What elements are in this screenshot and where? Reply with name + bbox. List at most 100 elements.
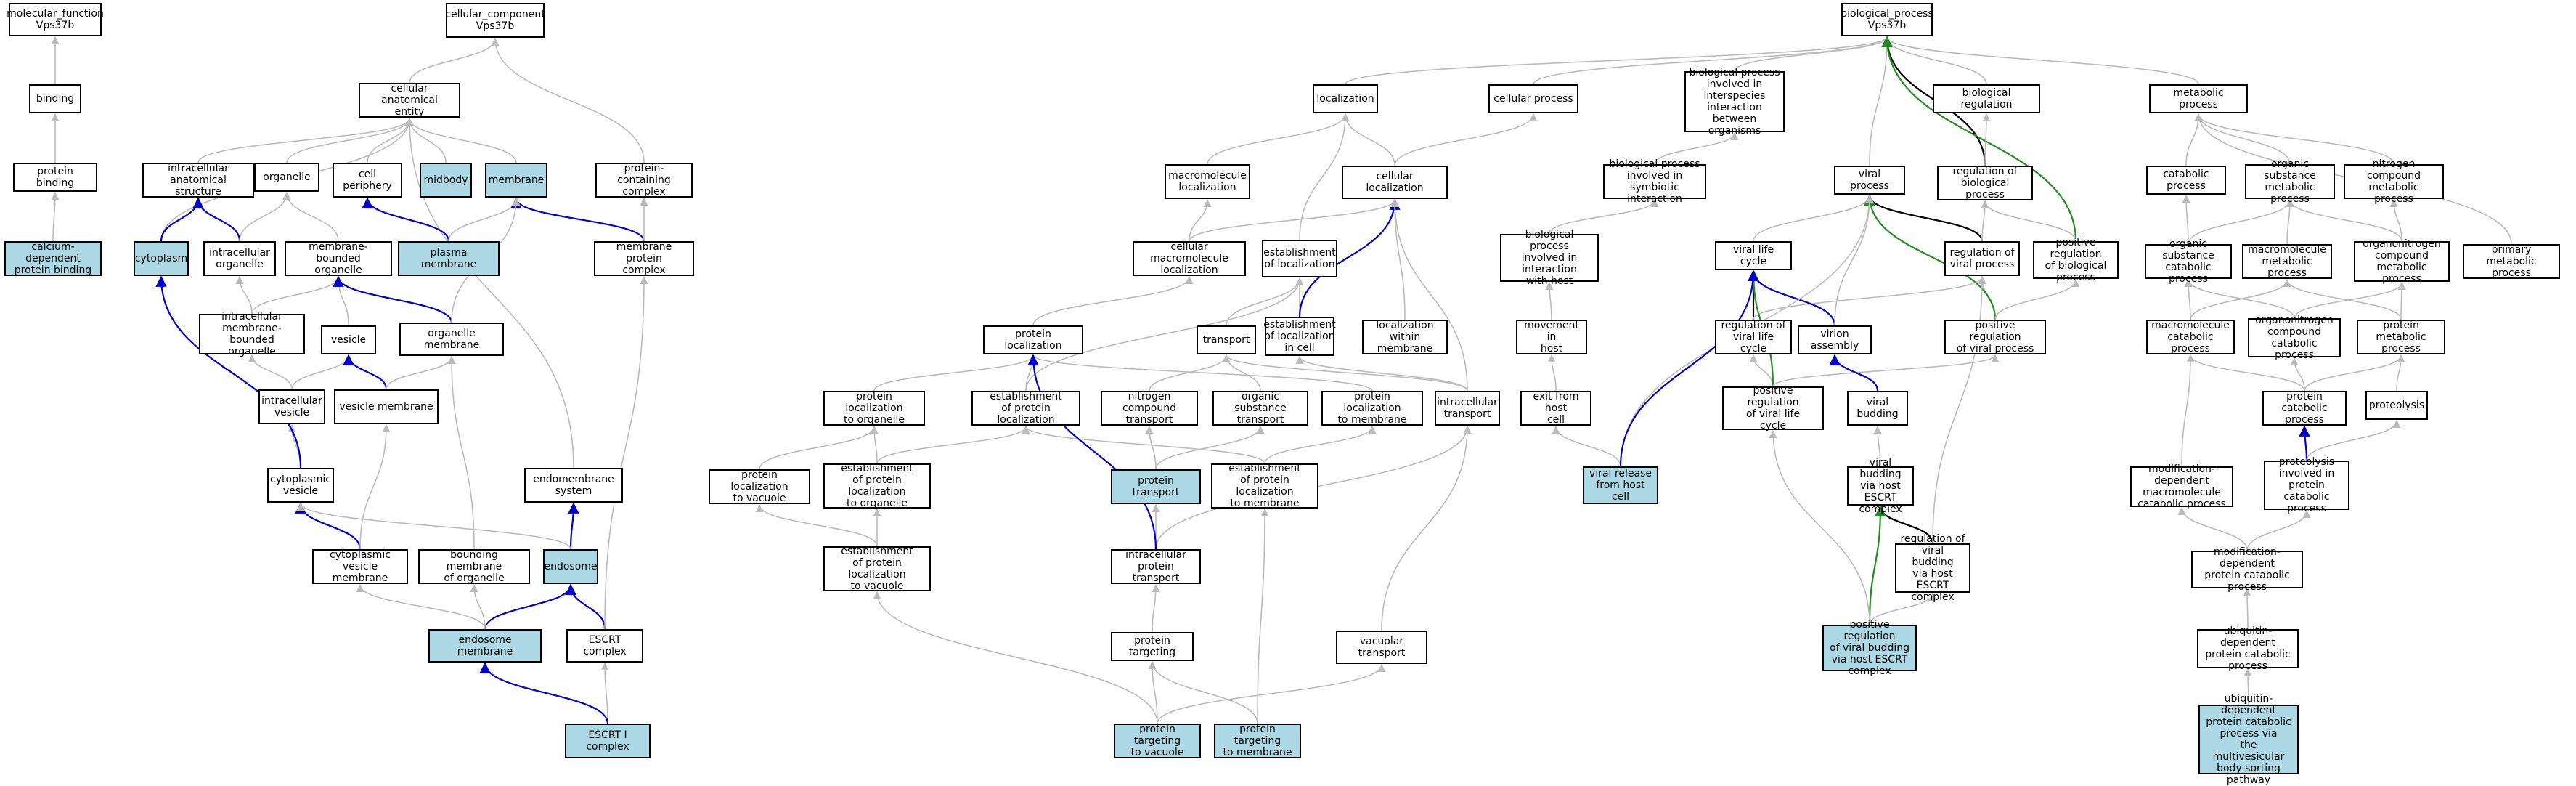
edge-cellloc-to-localization bbox=[1341, 113, 1395, 166]
edge-ictrans-to-transport bbox=[1222, 354, 1468, 392]
edge-bpii-to-bp bbox=[1734, 36, 1891, 72]
edge-mdmcp-to-mcp bbox=[2181, 354, 2195, 467]
edge-proteolysis-to-protmet bbox=[2396, 354, 2405, 392]
go-term-membrane: membrane bbox=[485, 163, 547, 198]
go-term-endomemb: endosome membrane bbox=[428, 629, 542, 663]
go-term-pcc: protein-containing complex bbox=[595, 163, 693, 198]
edge-ploctoorg-to-protloc bbox=[873, 354, 1038, 392]
go-term-mf: molecular_function Vps37b bbox=[7, 3, 104, 36]
edge-prottarg-to-icpt bbox=[1152, 583, 1160, 633]
go-term-prottarg: protein targeting bbox=[1111, 632, 1194, 661]
go-term-regbp: regulation of biological process bbox=[1937, 166, 2033, 200]
edge-bomo-to-orgmem bbox=[447, 355, 475, 550]
go-term-osmp: organic substance metabolic process bbox=[2245, 158, 2335, 205]
edge-bpsym-to-bpii bbox=[1654, 131, 1739, 165]
go-term-regvp: regulation of viral process bbox=[1944, 241, 2020, 276]
edge-viralproc-to-bp bbox=[1869, 36, 1891, 166]
go-term-mmp: macromolecule metabolic process bbox=[2242, 244, 2332, 279]
edge-ptvac-to-vactrans bbox=[1157, 663, 1386, 724]
go-term-ploctomem: protein localization to membrane bbox=[1321, 391, 1423, 426]
edge-pcc-to-cc bbox=[491, 37, 645, 163]
edge-escrt1-to-endomemb bbox=[479, 662, 609, 724]
go-term-cae: cellular anatomical entity bbox=[359, 83, 460, 118]
edge-endomem-to-cae bbox=[405, 117, 574, 469]
go-term-vesmem: vesicle membrane bbox=[334, 389, 439, 424]
go-term-protcat: protein catabolic process bbox=[2262, 391, 2347, 426]
go-term-bpiih: biological process involved in interacti… bbox=[1500, 229, 1599, 287]
go-term-mdpcp: modification-dependent protein catabolic… bbox=[2191, 546, 2303, 593]
edge-virrel-to-exithost bbox=[1552, 425, 1621, 467]
edge-ploctovac-to-ploctoorg bbox=[759, 425, 879, 470]
edge-udpcp-to-mdpcp bbox=[2243, 588, 2251, 630]
edge-mcp-to-mmp bbox=[2190, 278, 2291, 320]
go-term-locwm: localization within membrane bbox=[1362, 320, 1448, 354]
go-term-ptmem: protein targeting to membrane bbox=[1214, 724, 1301, 758]
edge-vbescrt-to-virbud bbox=[1873, 425, 1882, 467]
go-term-mbo: membrane-bounded organelle bbox=[285, 241, 392, 276]
edge-protmet-to-mmp bbox=[2283, 278, 2402, 320]
go-term-udpcpmvb: ubiquitin-dependent protein catabolic pr… bbox=[2198, 693, 2299, 786]
go-term-mpc: membrane protein complex bbox=[594, 241, 694, 276]
go-term-ias: intracellular anatomical structure bbox=[142, 163, 254, 198]
go-term-proteolysis: proteolysis bbox=[2365, 391, 2428, 420]
go-term-vactrans: vacuolar transport bbox=[1336, 631, 1427, 664]
go-term-virasm: virion assembly bbox=[1798, 325, 1872, 354]
go-term-metab: metabolic process bbox=[2149, 84, 2248, 113]
go-term-bpsym: biological process involved in symbiotic… bbox=[1603, 158, 1706, 205]
edge-posregvp-to-posregbp bbox=[1994, 278, 2080, 320]
edge-estplmem-to-estprotloc bbox=[1022, 425, 1265, 464]
edge-estprotloc-to-estloc bbox=[1025, 277, 1304, 392]
go-term-posreglvc: positive regulation of viral life cycle bbox=[1722, 385, 1824, 432]
go-term-ploctovac: protein localization to vacuole bbox=[709, 469, 810, 504]
go-term-transport: transport bbox=[1197, 325, 1256, 354]
go-term-cellproc: cellular process bbox=[1488, 84, 1578, 113]
edge-membrane-to-cae bbox=[405, 117, 517, 163]
edge-oscp-to-catab bbox=[2182, 194, 2190, 245]
go-term-oncp: organonitrogen compound metabolic proces… bbox=[2354, 238, 2450, 285]
edge-ploctomem-to-protloc bbox=[1029, 354, 1373, 392]
edge-organelle-to-cae bbox=[286, 117, 414, 163]
edge-locwm-to-cellloc bbox=[1390, 198, 1406, 320]
go-term-macroloc: macromolecule localization bbox=[1165, 164, 1250, 199]
go-term-bp: biological_process Vps37b bbox=[1841, 3, 1933, 36]
go-term-imbo: intracellular membrane-bounded organelle bbox=[199, 311, 305, 357]
go-term-picp: proteolysis involved in protein cataboli… bbox=[2264, 456, 2349, 514]
go-term-onccp: organonitrogen compound catabolic proces… bbox=[2248, 315, 2341, 361]
edge-ncmp-to-metab bbox=[2194, 113, 2394, 165]
edge-protcat-to-mcp bbox=[2186, 354, 2305, 392]
go-term-prottrans: protein transport bbox=[1111, 469, 1201, 504]
edge-intraorg-to-ias bbox=[192, 197, 241, 242]
go-term-vlc: viral life cycle bbox=[1715, 241, 1792, 270]
go-term-localization: localization bbox=[1313, 84, 1378, 113]
edge-cytovesmem-to-vesmem bbox=[359, 424, 391, 550]
go-term-bioreg: biological regulation bbox=[1933, 84, 2040, 113]
go-term-protbind: protein binding bbox=[13, 163, 97, 192]
go-term-ptvac: protein targeting to vacuole bbox=[1114, 724, 1201, 758]
edge-mdpcp-to-picp bbox=[2246, 509, 2311, 551]
go-term-protloc: protein localization bbox=[983, 325, 1083, 354]
go-term-escrt: ESCRT complex bbox=[566, 629, 643, 663]
go-term-pmp: primary metabolic process bbox=[2463, 244, 2560, 279]
edge-oncp-to-osmp bbox=[2286, 198, 2402, 242]
edge-protloc-to-cmloc bbox=[1032, 275, 1194, 326]
edge-escrt-to-endosome bbox=[565, 583, 606, 630]
go-term-mdmcp: modification-dependent macromolecule cat… bbox=[2130, 463, 2233, 510]
edge-ptmem-to-estplmem bbox=[1257, 508, 1269, 724]
go-term-viralproc: viral process bbox=[1834, 166, 1905, 195]
edge-estplorg-to-ploctoorg bbox=[870, 425, 879, 464]
go-term-intraves: intracellular vesicle bbox=[258, 389, 325, 424]
edge-posregvbescrt-to-regvbescrt bbox=[1869, 592, 1937, 625]
edge-cadep-to-protbind bbox=[51, 191, 60, 242]
edge-estloc-to-localization bbox=[1299, 113, 1350, 240]
edge-posregbp-to-bp bbox=[1881, 36, 2077, 242]
edge-virrel-to-vlc bbox=[1619, 270, 1759, 467]
edge-oncp-to-ncmp bbox=[2389, 198, 2402, 242]
go-term-posregvbescrt: positive regulation of viral budding via… bbox=[1822, 619, 1917, 677]
edge-endosome-to-endomem bbox=[568, 502, 579, 550]
go-term-endosome: endosome bbox=[543, 549, 598, 584]
edge-prottrans-to-ostrans bbox=[1155, 425, 1265, 470]
go-term-cellloc: cellular localization bbox=[1342, 166, 1448, 199]
edge-orgmem-to-mbo bbox=[333, 275, 453, 323]
edge-udpcpmvb-to-udpcp bbox=[2243, 668, 2252, 705]
